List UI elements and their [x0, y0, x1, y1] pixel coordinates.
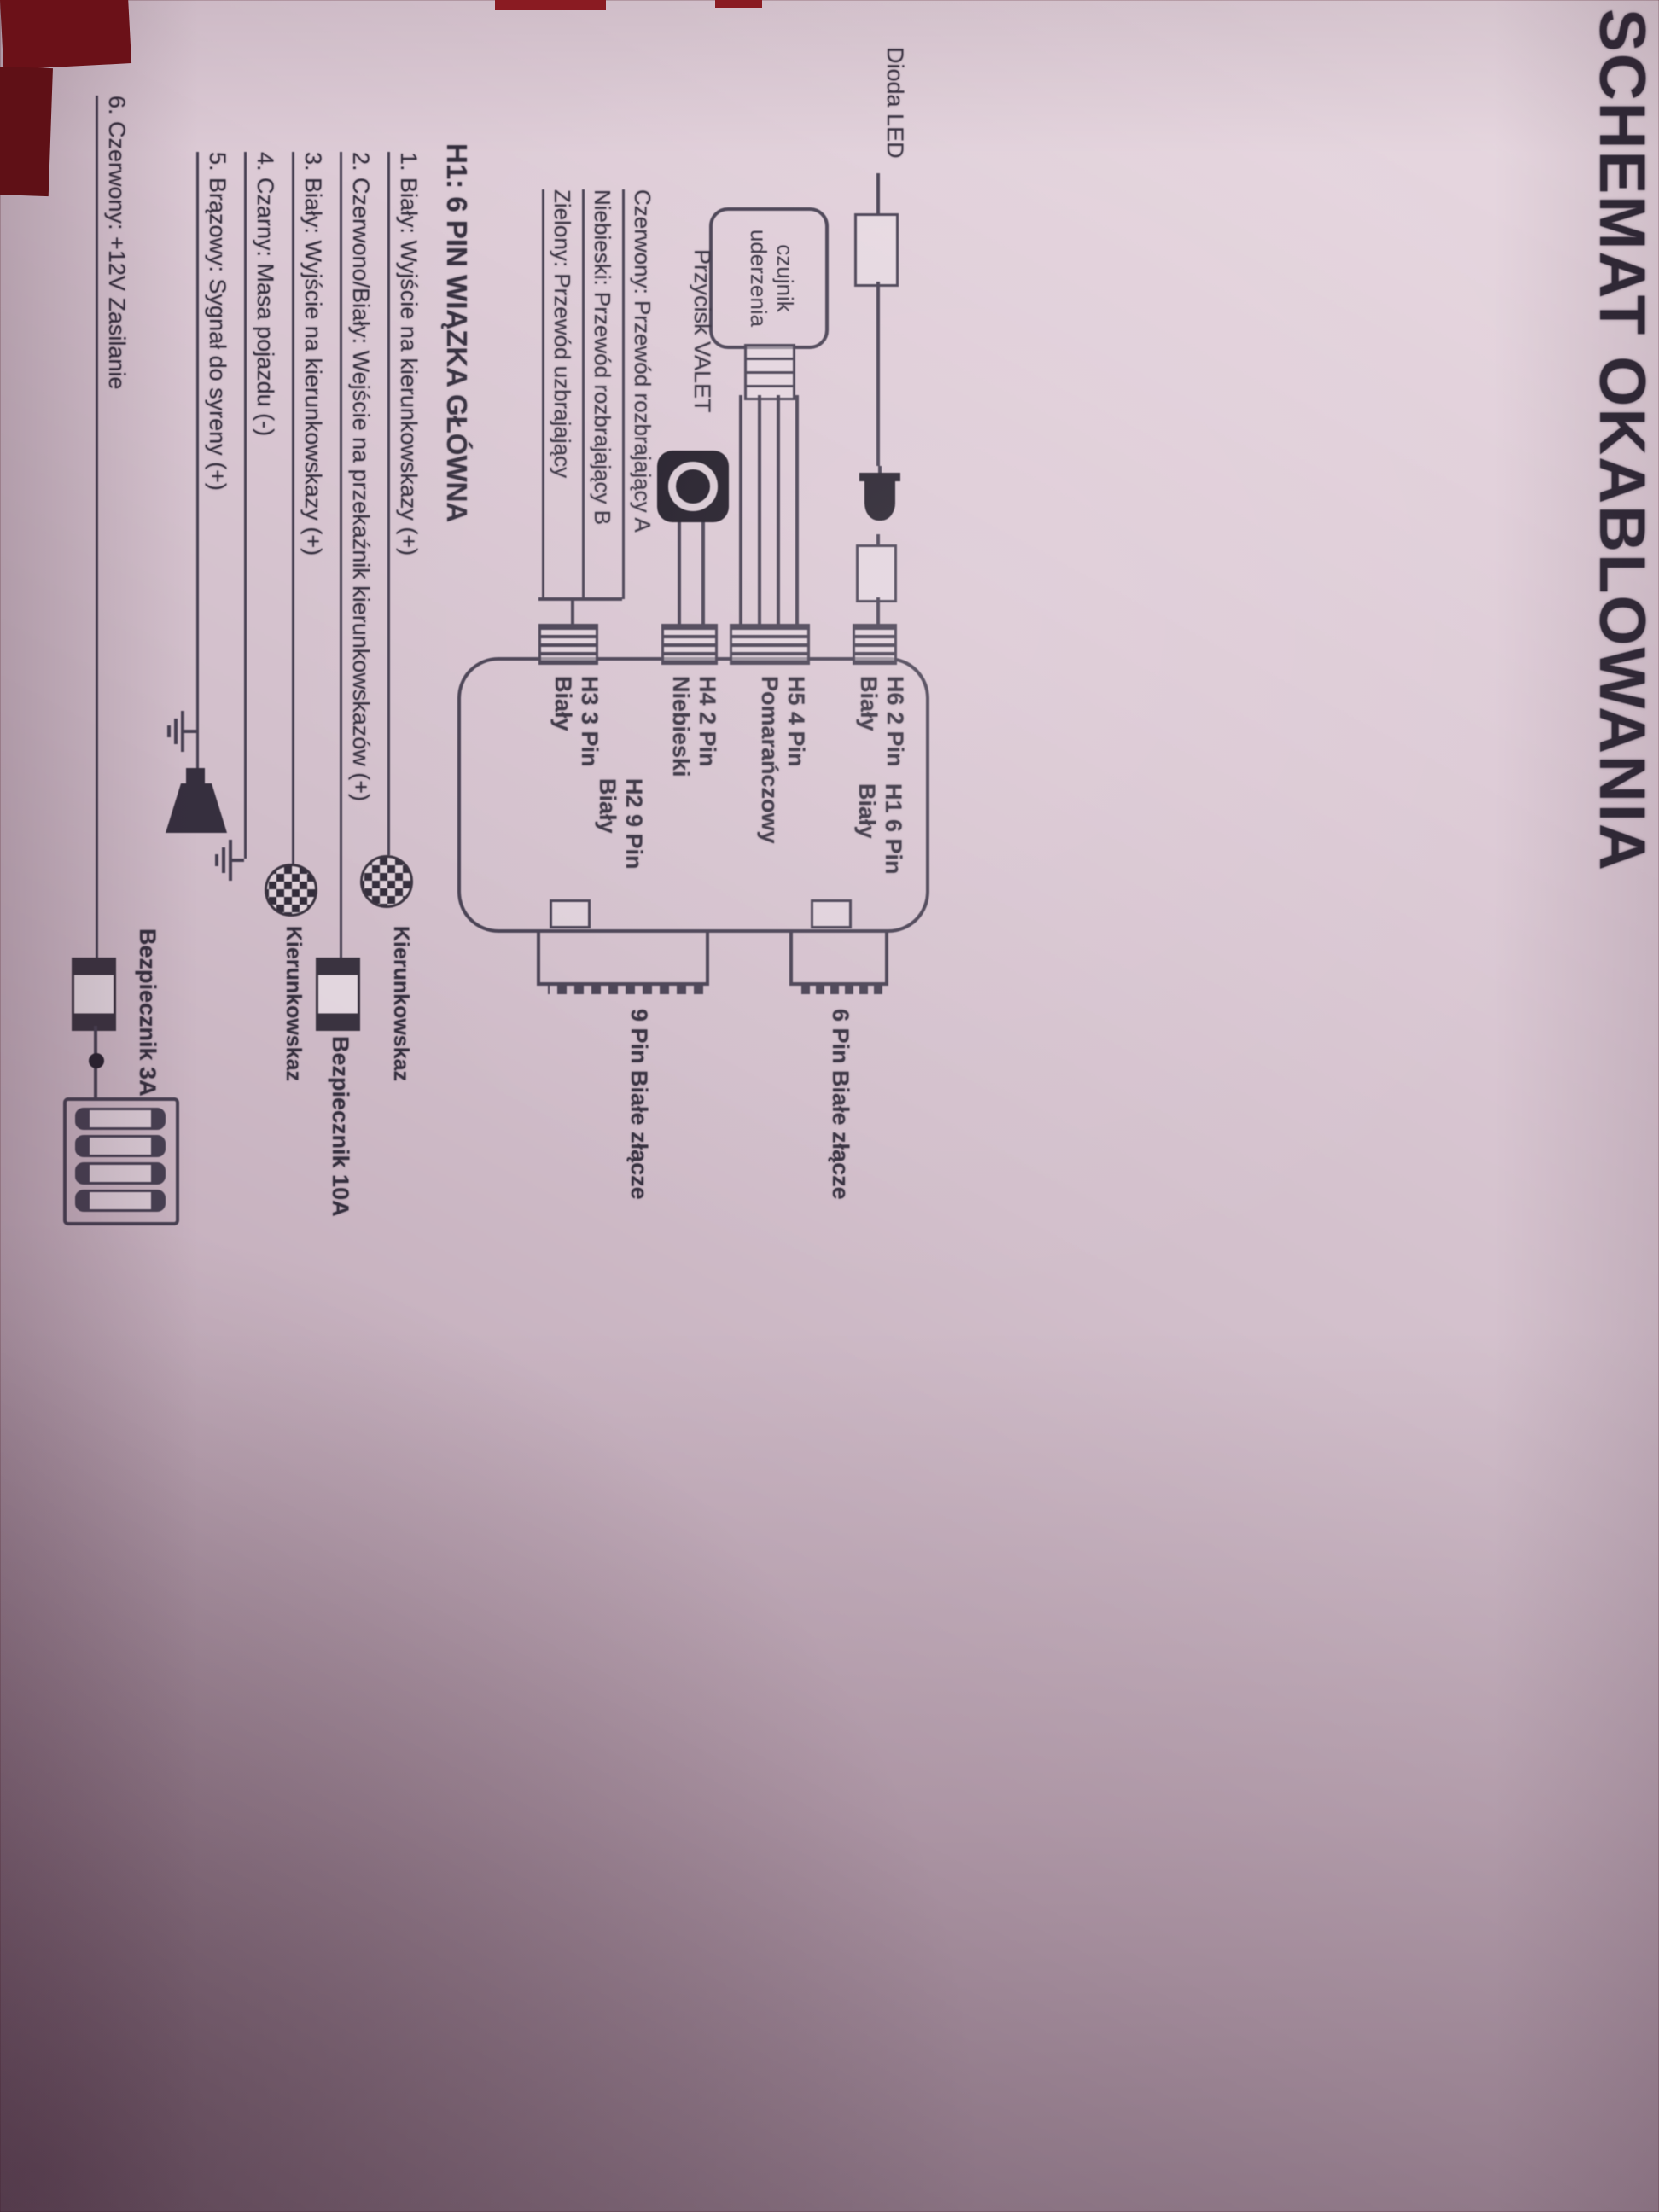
- harness-item-4: 4. Czarny: Masa pojazdu (-): [244, 152, 280, 859]
- turn-signal-label-1: Kierunkowskaz: [389, 926, 413, 1082]
- label-h4-name: H4 2 Pin: [695, 676, 720, 767]
- turn-signal-icon: [360, 855, 413, 908]
- led-label: Dioda LED: [882, 47, 908, 159]
- fuse-3a-icon: [72, 958, 116, 1031]
- wire: [876, 534, 880, 544]
- harness-item-1: 1. Biały: Wyjście na kierunkowskazy (+): [387, 152, 423, 855]
- label-h1-color: Biały: [854, 783, 880, 839]
- label-h6-name: H6 2 Pin: [882, 676, 908, 767]
- module-right-stub-2: [550, 899, 591, 928]
- wire-green-label: Zielony: Przewód uzbrajający: [542, 189, 575, 599]
- wire: [571, 597, 574, 627]
- white-connector-9pin-pins: [548, 982, 703, 994]
- wire: [876, 282, 880, 466]
- harness-heading: H1: 6 PIN WIĄZKA GŁÓWNA: [441, 143, 473, 523]
- harness-item-3: 3. Biały: Wyjście na kierunkowskazy (+): [292, 152, 328, 864]
- ground-icon: [210, 840, 244, 881]
- wire-red-label: Czerwony: Przewód rozbrajający A: [622, 189, 655, 599]
- label-6pin-connector: 6 Pin Białe złącze: [828, 1009, 853, 1200]
- label-9pin-connector: 9 Pin Białe złącze: [626, 1009, 652, 1200]
- label-h5-color: Pomarańczowy: [757, 676, 783, 844]
- connector-h5-stub: [730, 624, 810, 665]
- label-h1-name: H1 6 Pin: [881, 783, 906, 875]
- wire: [758, 395, 761, 626]
- fuse-10a-icon: [316, 958, 360, 1031]
- harness-item-5: 5. Brązowy: Sygnał do syreny (+): [196, 152, 232, 774]
- label-h2-color: Biały: [595, 778, 620, 834]
- white-connector-9pin: [537, 929, 709, 986]
- shock-sensor-plug: [744, 344, 795, 400]
- shock-sensor-label-line2: uderzenia: [746, 229, 771, 328]
- turn-signal-label-2: Kierunkowskaz: [282, 926, 306, 1082]
- ground-icon: [162, 711, 196, 752]
- fuse-3a-label: Bezpiecznik 3A: [135, 928, 160, 1097]
- connector-h4-stub: [661, 624, 718, 665]
- valet-label: Przycisk VALET: [690, 249, 715, 413]
- label-h4: H4 2 Pin Niebieski: [667, 676, 720, 777]
- label-h4-color: Niebieski: [668, 676, 694, 777]
- backdrop-edge: [495, 0, 606, 10]
- shock-sensor-label-line1: czujnik: [772, 244, 798, 312]
- label-h3-color: Biały: [550, 676, 576, 731]
- harness-item-2: 2. Czerwono/Biały: Wejście na przekaźnik…: [340, 152, 375, 958]
- label-h3-name: H3 3 Pin: [577, 676, 602, 767]
- backdrop-corner: [0, 0, 132, 70]
- wire: [876, 597, 880, 626]
- white-connector-6pin: [789, 929, 888, 986]
- turn-signal-icon: [265, 864, 317, 917]
- connector-h6-stub: [853, 624, 897, 665]
- module-right-stub-1: [811, 899, 852, 928]
- valet-button-icon: [657, 451, 729, 522]
- label-h3: H3 3 Pin Biały: [550, 676, 602, 767]
- label-h5-name: H5 4 Pin: [783, 676, 809, 767]
- led-connector-plug: [856, 544, 897, 602]
- label-h6: H6 2 Pin Biały: [855, 676, 908, 767]
- siren-horn-icon: [166, 768, 227, 833]
- label-h5: H5 4 Pin Pomarańczowy: [756, 676, 809, 844]
- label-h6-color: Biały: [856, 676, 882, 731]
- label-h1: H1 6 Pin Biały: [853, 783, 906, 875]
- wire-blue-label: Niebieski: Przewód rozbrajający B: [582, 189, 615, 599]
- wire-junction-dot: [89, 1053, 104, 1068]
- page-title: SCHEMAT OKABLOWANIA: [1586, 9, 1658, 872]
- wire: [538, 597, 622, 601]
- led-plug: [854, 213, 899, 287]
- label-h2: H2 9 Pin Biały: [594, 778, 647, 870]
- wire: [701, 522, 705, 626]
- wire: [739, 395, 742, 626]
- backdrop-corner: [0, 67, 53, 197]
- wire: [876, 173, 880, 213]
- led-diode-icon: [859, 466, 900, 534]
- battery-icon: [63, 1097, 179, 1225]
- white-connector-6pin-pins: [800, 982, 882, 994]
- backdrop-edge: [715, 0, 762, 8]
- wire: [795, 395, 799, 626]
- fuse-10a-label: Bezpiecznik 10A: [328, 1036, 353, 1217]
- harness-item-6: 6. Czerwony: +12V Zasilanie: [96, 96, 131, 958]
- wire: [678, 522, 681, 626]
- wire: [777, 395, 780, 626]
- connector-h3-stub: [538, 624, 598, 665]
- shock-sensor-box: czujnik uderzenia: [709, 207, 829, 349]
- label-h2-name: H2 9 Pin: [621, 778, 647, 870]
